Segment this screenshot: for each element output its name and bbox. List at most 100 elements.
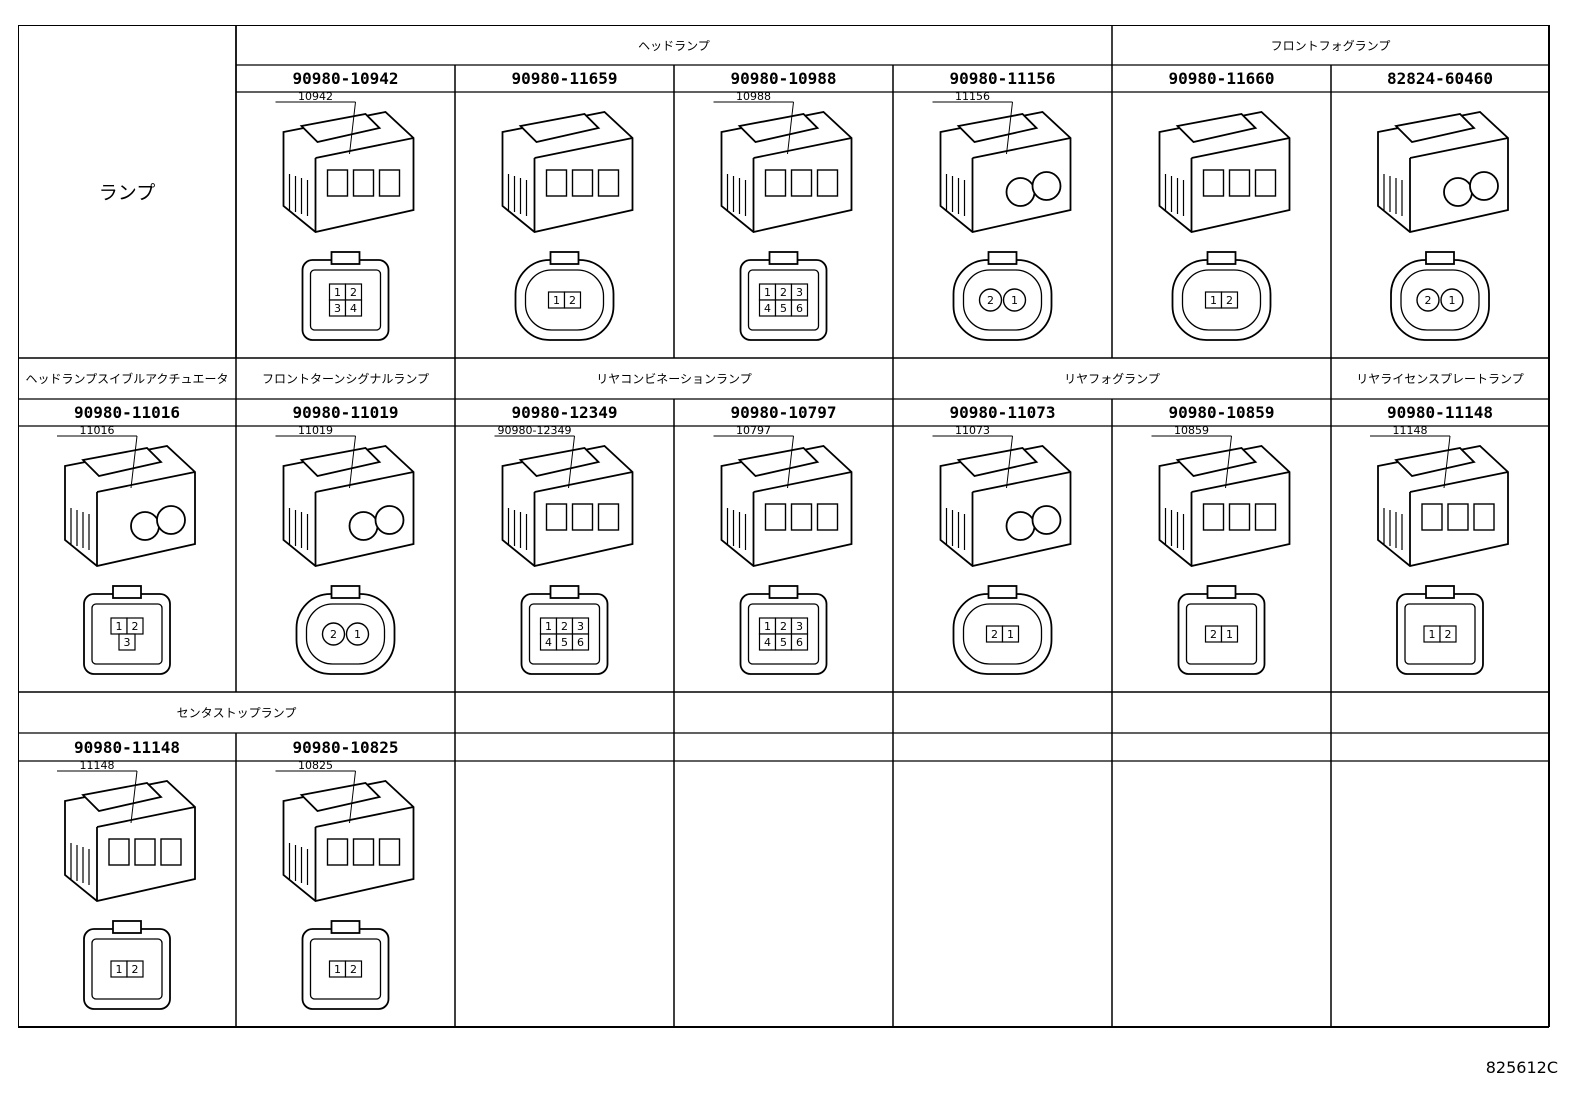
cavity [378, 838, 401, 866]
latch [81, 447, 163, 477]
connector-body [282, 111, 415, 233]
callout-label: 11148 [80, 761, 115, 772]
body-edge [96, 806, 196, 901]
callout-leader [568, 435, 575, 489]
body-edge [1409, 137, 1509, 232]
body-edge [1190, 471, 1290, 566]
cavity [790, 169, 813, 197]
cavity [1473, 503, 1495, 531]
pin-cavity [790, 299, 809, 317]
part-number: 90980-11019 [292, 403, 399, 422]
pin-number: 2 [991, 628, 998, 641]
callout-leader [1225, 435, 1232, 489]
pin-cavity [344, 299, 363, 317]
terminal-tube [1031, 505, 1062, 535]
latch [299, 782, 382, 812]
callout: 10825 [275, 761, 356, 824]
terminal-tube [374, 505, 405, 535]
pin-number: 5 [561, 636, 568, 649]
pin-number: 1 [1007, 628, 1014, 641]
body-edge [752, 137, 852, 232]
callout-leader [787, 435, 794, 489]
pin-number: 2 [780, 286, 787, 299]
cavity [764, 169, 787, 197]
cavity [134, 838, 156, 866]
group-label: リヤフォグランプ [1064, 372, 1160, 386]
body-edge [1409, 471, 1509, 566]
cavity [378, 169, 401, 197]
callout-leader [130, 435, 138, 489]
pin-number: 1 [545, 620, 552, 633]
body-edge [1190, 137, 1290, 232]
group-label: フロントターンシグナルランプ [261, 372, 430, 386]
cavity [1228, 503, 1251, 531]
category-label: ランプ [98, 182, 156, 204]
connector-body [1158, 445, 1291, 567]
callout: 11148 [57, 761, 138, 824]
part-number [1331, 733, 1549, 761]
pin-number: 3 [334, 302, 341, 315]
pin-number: 2 [350, 286, 357, 299]
pin-number: 1 [764, 286, 771, 299]
face-lock [1425, 585, 1455, 599]
part-number: 90980-10825 [292, 737, 399, 757]
latch [737, 447, 820, 477]
cavity [160, 838, 182, 866]
cavity [571, 169, 594, 197]
callout-leader [1006, 435, 1013, 489]
pin-number: 2 [350, 963, 357, 976]
part-number [1112, 733, 1331, 761]
pin-cavity [571, 633, 590, 651]
callout-leader [1006, 101, 1013, 155]
pin-number: 2 [1210, 628, 1217, 641]
latch [81, 782, 163, 812]
pin-number: 1 [1449, 294, 1456, 307]
pin-cavity [1001, 625, 1020, 643]
part-number [674, 733, 893, 761]
pin-number: 1 [116, 963, 123, 976]
pin-cavity [344, 960, 363, 978]
pin-number: 2 [561, 620, 568, 633]
pin-number: 1 [1011, 294, 1018, 307]
pin-number: 2 [987, 294, 994, 307]
callout-label: 10942 [298, 92, 333, 103]
callout-leader [349, 101, 356, 155]
cavity [1254, 169, 1277, 197]
terminal-tube [1469, 171, 1499, 201]
pin-cavity [126, 960, 144, 978]
cavity [108, 838, 130, 866]
pin-number: 6 [577, 636, 584, 649]
pin-cavity [790, 633, 809, 651]
face-lock [768, 585, 799, 599]
cavity [1202, 503, 1225, 531]
cavity [326, 838, 349, 866]
cavity [597, 503, 620, 531]
group-label: センタストップランプ [176, 706, 297, 720]
connector-body [501, 445, 634, 567]
pin-number: 1 [116, 620, 123, 633]
cavity [352, 169, 375, 197]
connector-body [282, 445, 415, 567]
terminal-tube [130, 511, 160, 541]
terminal-tube [1443, 177, 1473, 207]
group-label [1112, 692, 1331, 733]
pin-cavity [321, 622, 346, 646]
face-lock [549, 585, 580, 599]
